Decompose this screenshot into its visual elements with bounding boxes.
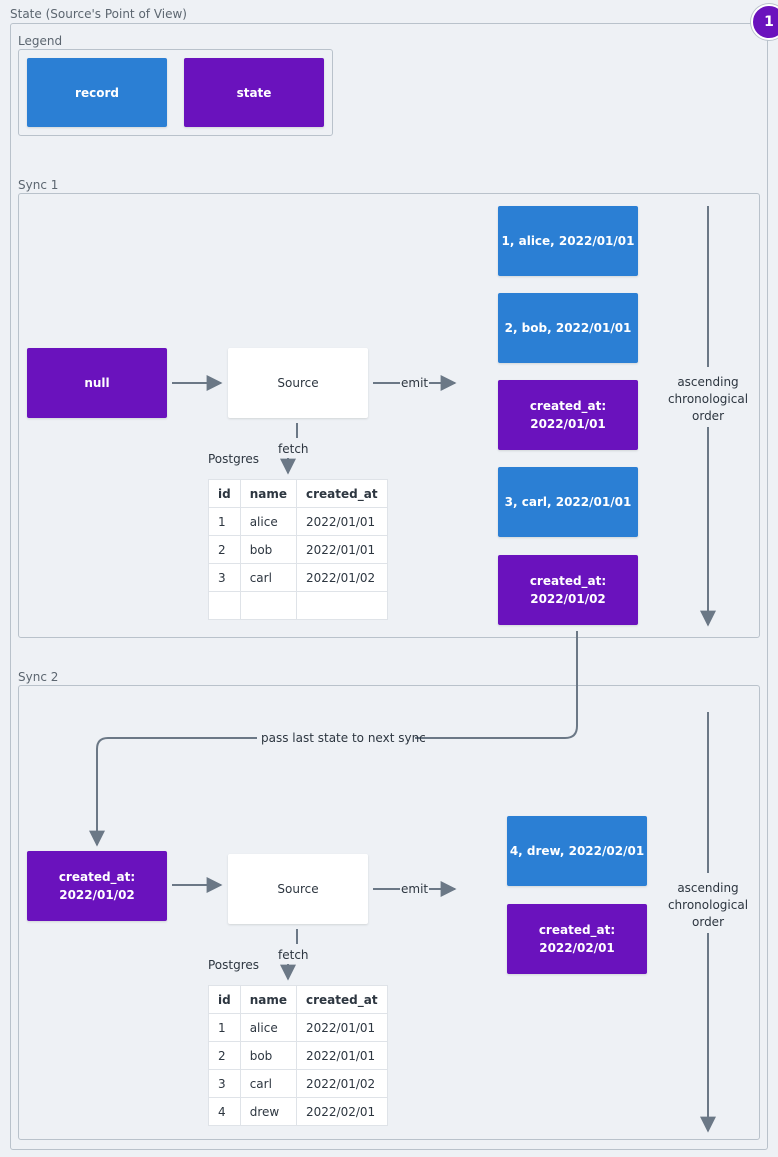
step-badge: 1 [751, 4, 778, 40]
sync1-output-state-1: created_at: 2022/01/01 [498, 380, 638, 450]
table-cell: 2 [208, 1041, 241, 1070]
state-line-1: created_at: [58, 870, 136, 884]
table-cell: alice [239, 1013, 298, 1042]
sync1-postgres-table: id name created_at 1 alice 2022/01/01 2 … [208, 479, 388, 620]
table-cell: bob [239, 535, 298, 564]
sync1-output-record-2: 2, bob, 2022/01/01 [498, 293, 638, 363]
sync1-emit-label: emit [401, 376, 429, 390]
sync2-fetch-label: fetch [278, 948, 309, 962]
table-cell: 2022/01/02 [296, 563, 388, 592]
column-header: created_at [296, 985, 388, 1014]
column-header: id [208, 985, 241, 1014]
legend-title: Legend [18, 34, 63, 48]
state-line-2: 2022/01/02 [530, 592, 606, 606]
table-cell: 3 [208, 563, 241, 592]
sync1-fetch-label: fetch [278, 442, 309, 456]
table-cell: 2022/01/01 [296, 1013, 388, 1042]
sync2-input-state: created_at: 2022/01/02 [27, 851, 167, 921]
outer-frame [10, 23, 768, 1150]
state-line-1: created_at: [529, 574, 607, 588]
table-cell: 2022/01/01 [296, 535, 388, 564]
sync1-order-label: ascending chronological order [667, 375, 749, 423]
table-cell: carl [239, 1069, 298, 1098]
sync2-order-label: ascending chronological order [667, 881, 749, 929]
sync1-source-node: Source [228, 348, 368, 418]
sync1-title: Sync 1 [18, 178, 59, 192]
table-cell: 2022/01/01 [296, 507, 388, 536]
pass-state-label: pass last state to next sync [261, 731, 426, 745]
pass-state-arrow [89, 737, 257, 847]
sync2-db-label: Postgres [208, 958, 260, 972]
table-cell: 4 [208, 1097, 241, 1126]
table-cell [296, 591, 388, 620]
sync1-frame [18, 193, 760, 638]
legend-frame [18, 49, 333, 136]
column-header: created_at [296, 479, 388, 508]
sync2-output-state-1: created_at: 2022/02/01 [507, 904, 647, 974]
table-cell: 1 [208, 1013, 241, 1042]
table-cell [239, 591, 298, 620]
state-line-2: 2022/02/01 [539, 941, 615, 955]
table-row: 3 carl 2022/01/02 [208, 563, 388, 592]
state-line-2: 2022/01/01 [530, 417, 606, 431]
table-cell: drew [239, 1097, 298, 1126]
sync2-output-record-1: 4, drew, 2022/02/01 [507, 816, 647, 886]
table-cell: 2022/02/01 [296, 1097, 388, 1126]
sync1-output-record-1: 1, alice, 2022/01/01 [498, 206, 638, 276]
table-row: 2 bob 2022/01/01 [208, 535, 388, 564]
table-header-row: id name created_at [208, 985, 388, 1014]
column-header: name [239, 985, 298, 1014]
table-cell: 2 [208, 535, 241, 564]
table-cell: 1 [208, 507, 241, 536]
outer-frame-title: State (Source's Point of View) [10, 7, 187, 21]
sync1-output-record-3: 3, carl, 2022/01/01 [498, 467, 638, 537]
table-row: 1 alice 2022/01/01 [208, 507, 388, 536]
sync2-source-node: Source [228, 854, 368, 924]
table-row: 3 carl 2022/01/02 [208, 1069, 388, 1098]
sync1-input-state: null [27, 348, 167, 418]
sync2-postgres-table: id name created_at 1 alice 2022/01/01 2 … [208, 985, 388, 1126]
table-row [208, 591, 388, 620]
table-row: 2 bob 2022/01/01 [208, 1041, 388, 1070]
sync1-output-state-2: created_at: 2022/01/02 [498, 555, 638, 625]
table-cell: 2022/01/02 [296, 1069, 388, 1098]
table-cell: 2022/01/01 [296, 1041, 388, 1070]
pass-state-connector [415, 631, 578, 739]
legend-record-box: record [27, 58, 167, 127]
state-line-2: 2022/01/02 [59, 888, 135, 902]
table-cell: 3 [208, 1069, 241, 1098]
column-header: id [208, 479, 241, 508]
sync2-emit-label: emit [401, 882, 429, 896]
table-cell: alice [239, 507, 298, 536]
table-cell: bob [239, 1041, 298, 1070]
table-cell [208, 591, 241, 620]
table-cell: carl [239, 563, 298, 592]
legend-state-box: state [184, 58, 324, 127]
table-row: 4 drew 2022/02/01 [208, 1097, 388, 1126]
column-header: name [239, 479, 298, 508]
table-row: 1 alice 2022/01/01 [208, 1013, 388, 1042]
state-line-1: created_at: [529, 399, 607, 413]
state-line-1: created_at: [538, 923, 616, 937]
sync2-frame [18, 685, 760, 1140]
sync1-db-label: Postgres [208, 452, 260, 466]
table-header-row: id name created_at [208, 479, 388, 508]
sync2-title: Sync 2 [18, 670, 59, 684]
